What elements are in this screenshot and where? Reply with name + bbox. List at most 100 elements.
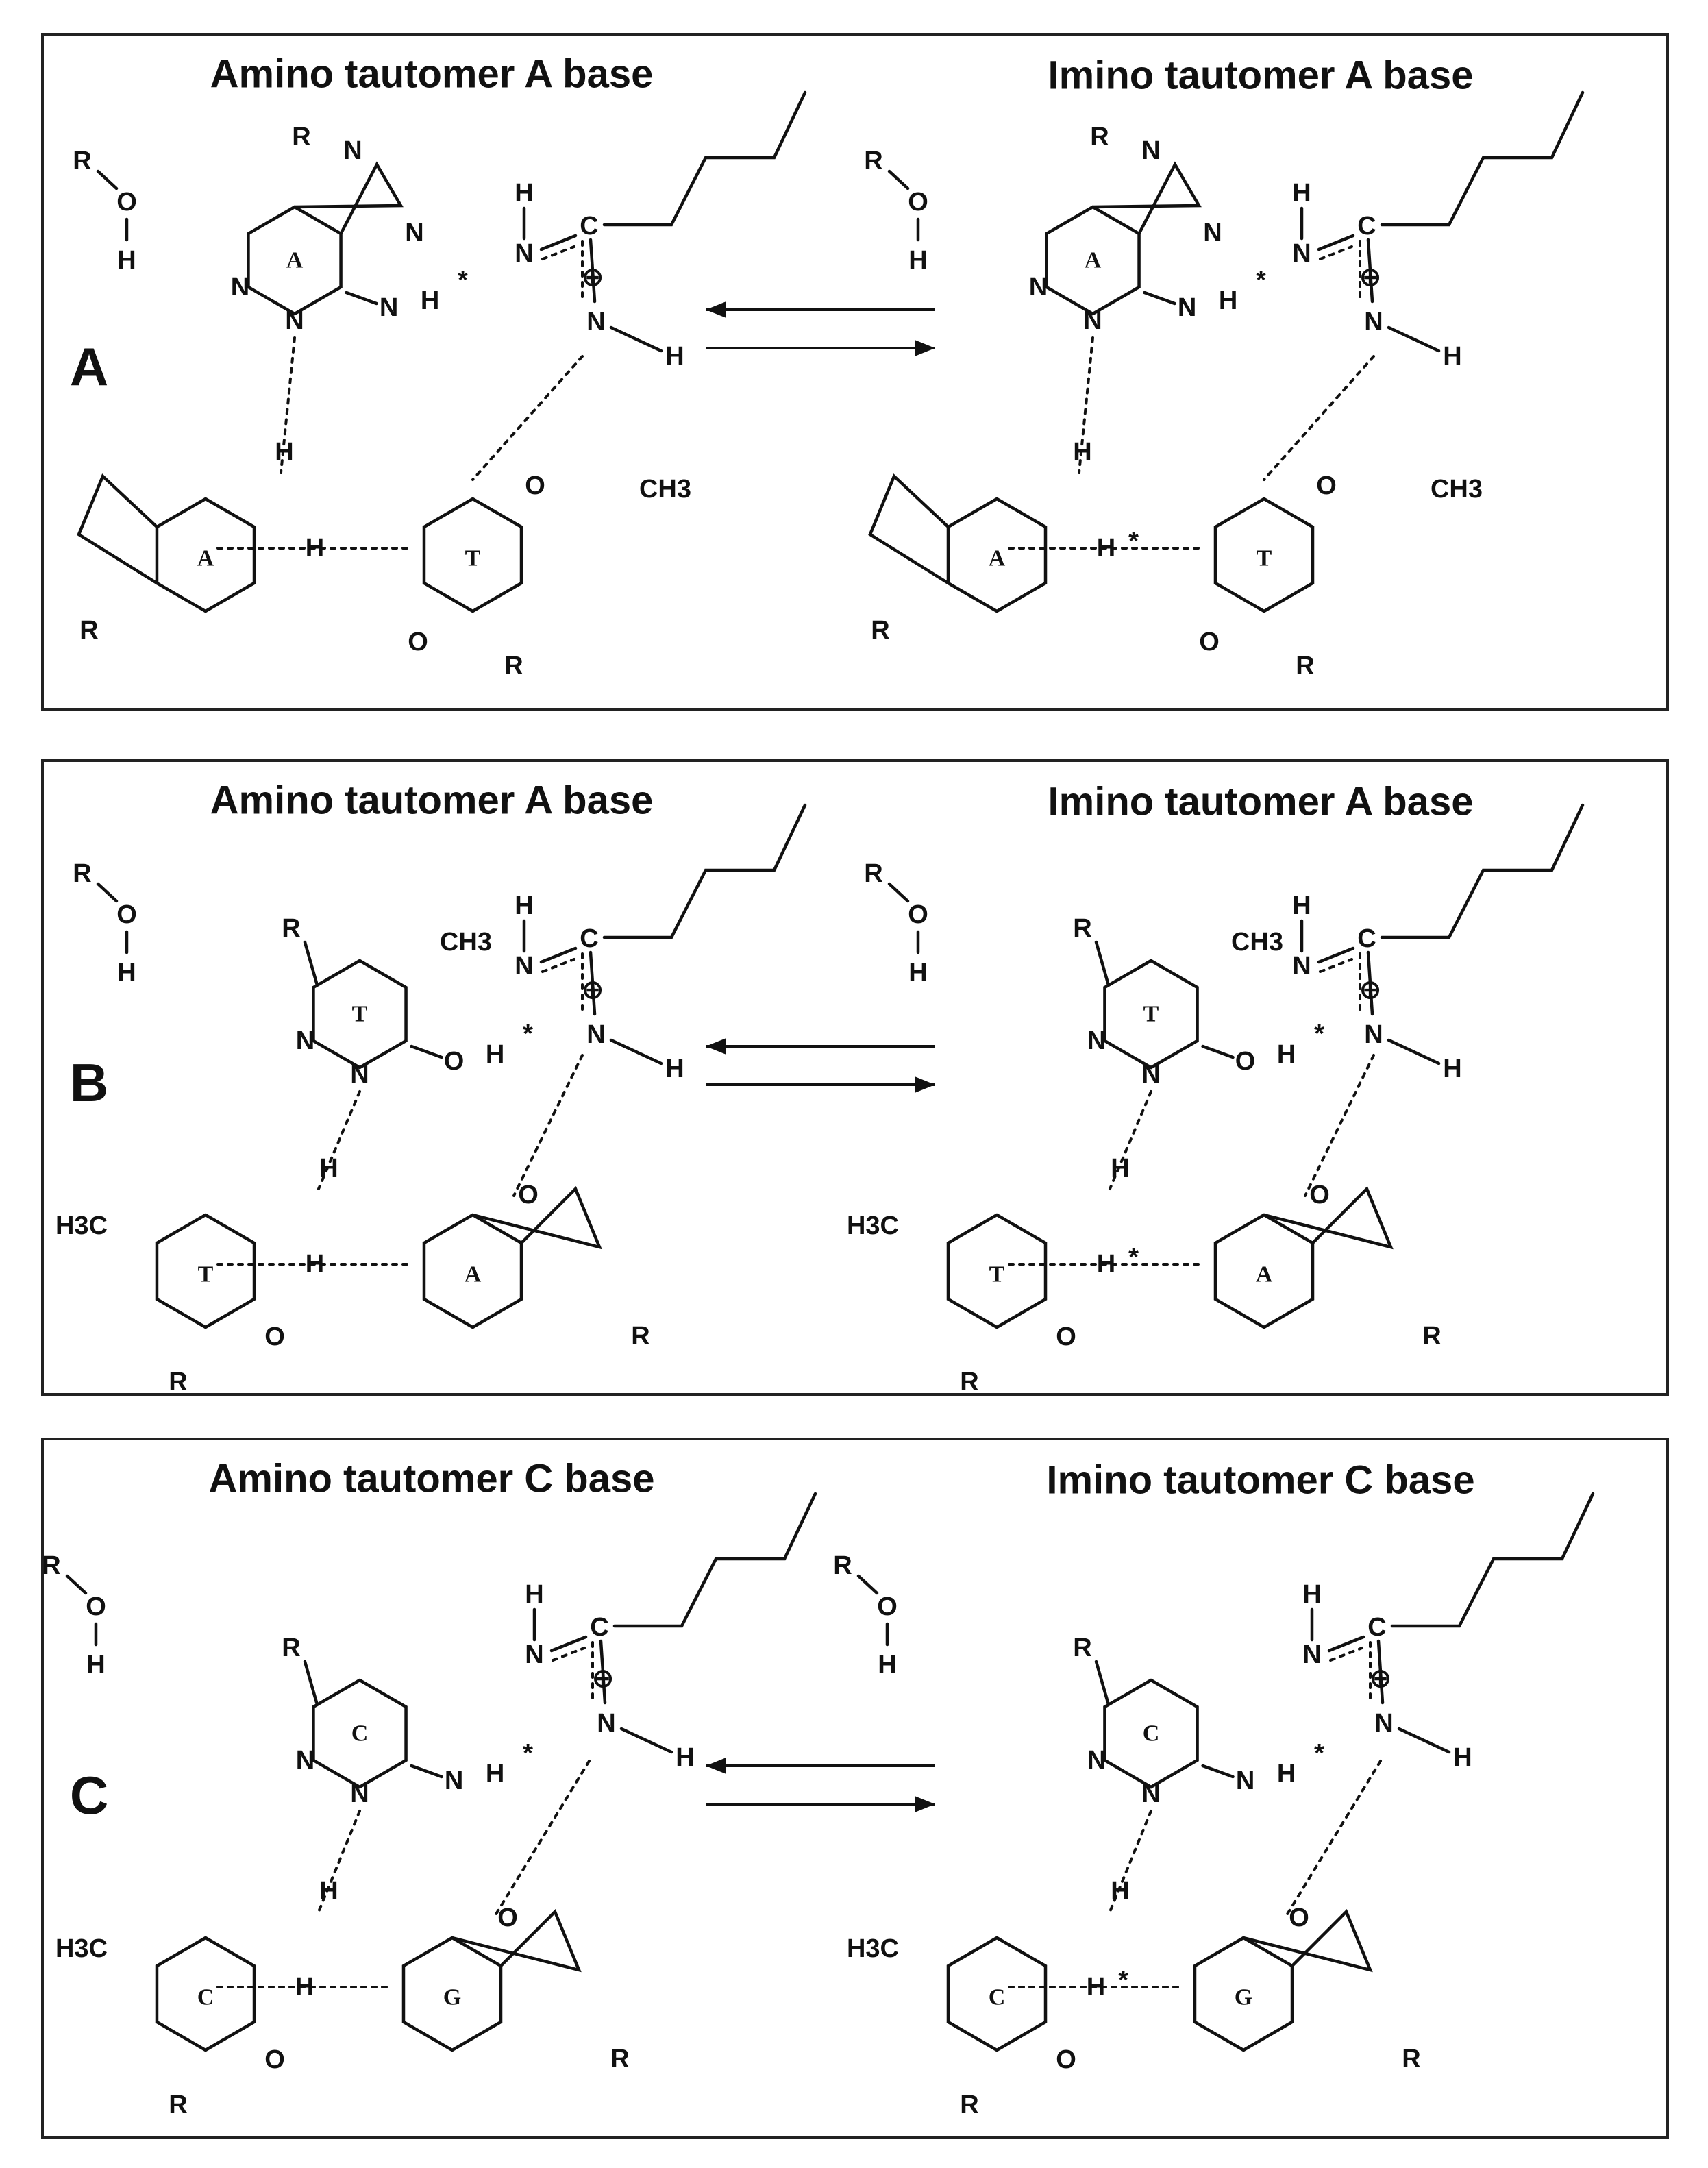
left-title: Amino tautomer C base [209,1457,655,1501]
atom-r: R [292,123,310,151]
carbonyl-o: O [264,1322,285,1351]
methyl-group: CH3 [1231,928,1283,957]
atom-h: H [515,179,533,208]
atom-n: N [405,219,423,247]
ring-n: N [231,273,249,301]
atom-n: N [343,136,362,165]
atom-r: R [960,2091,978,2119]
base-letter: T [465,546,481,571]
exocyclic-atom: O [444,1047,465,1076]
atom-n: N [1374,1709,1393,1738]
atom-h: H [1073,438,1091,467]
base-letter: A [1085,248,1102,273]
atom-n: N [1364,308,1383,336]
base-letter: G [1235,1985,1252,2010]
atom-n: N [586,1020,605,1049]
base-letter: T [1257,546,1272,571]
ring-n: N [1087,1026,1106,1055]
acceptor-o: O [518,1181,539,1209]
star-marker: * [1314,1739,1324,1768]
atom-h: H [665,1055,684,1083]
ring-n: N [296,1026,314,1055]
ring-n: N [1087,1746,1106,1775]
ring-n: N [285,306,304,335]
base-letter: A [1256,1262,1273,1288]
methyl-group: CH3 [1431,475,1483,504]
atom-n: N [515,952,533,981]
methyl-group: CH3 [440,928,492,957]
atom-r: R [282,1634,300,1662]
atom-r: R [871,616,889,645]
atom-n: N [1141,136,1160,165]
atom-h: H [908,246,927,275]
base-letter: C [197,1985,214,2010]
methyl-group: H3C [55,1934,108,1963]
atom-h: H [306,1250,324,1279]
atom-n: N [586,308,605,336]
methyl-group: H3C [55,1211,108,1240]
star-marker: * [1314,1020,1324,1048]
atom-r: R [1296,652,1314,680]
atom-c: C [1357,212,1376,241]
atom-o: O [908,900,928,929]
atom-h: H [878,1651,896,1679]
atom-r: R [1422,1322,1441,1351]
atom-h: H [908,959,927,987]
atom-r: R [1073,1634,1091,1662]
base-letter: A [989,546,1006,571]
atom-r: R [631,1322,649,1351]
acceptor-o: O [1309,1181,1330,1209]
star-marker: * [1128,527,1139,556]
atom-r: R [1073,914,1091,943]
atom-h: H [1277,1760,1296,1788]
star-marker: * [1118,1966,1128,1995]
acceptor-o: O [1289,1904,1309,1932]
ring-n: N [350,1779,369,1808]
base-letter: A [465,1262,482,1288]
atom-h: H [275,438,293,467]
atom-o: O [908,188,928,217]
atom-h: H [515,891,533,920]
methyl-group: H3C [847,1211,899,1240]
base-letter: C [351,1721,369,1747]
base-letter: T [1143,1002,1159,1027]
atom-r: R [833,1551,852,1580]
left-title: Amino tautomer A base [210,52,654,97]
atom-h: H [1097,1250,1115,1279]
atom-h: H [1219,286,1237,315]
atom-h: H [1277,1040,1296,1069]
carbonyl-o: O [1199,628,1220,656]
atom-o: O [116,900,137,929]
atom-h: H [486,1760,504,1788]
panel-frame [41,33,1669,711]
atom-h: H [117,959,136,987]
methyl-group: CH3 [639,475,691,504]
base-letter: A [197,546,214,571]
atom-r: R [73,147,91,175]
base-letter: T [352,1002,368,1027]
atom-r: R [169,2091,187,2119]
atom-r: R [504,652,523,680]
panel-label: A [70,336,108,397]
base-letter: C [989,1985,1006,2010]
atom-n: N [515,239,533,268]
atom-h: H [1443,342,1461,371]
atom-n: N [1364,1020,1383,1049]
star-marker: * [523,1739,533,1768]
ring-n: N [1141,1060,1160,1089]
atom-h: H [421,286,439,315]
atom-h: H [1443,1055,1461,1083]
acceptor-o: O [497,1904,518,1932]
atom-r: R [73,859,91,888]
atom-h: H [1292,179,1311,208]
star-marker: * [458,266,468,295]
